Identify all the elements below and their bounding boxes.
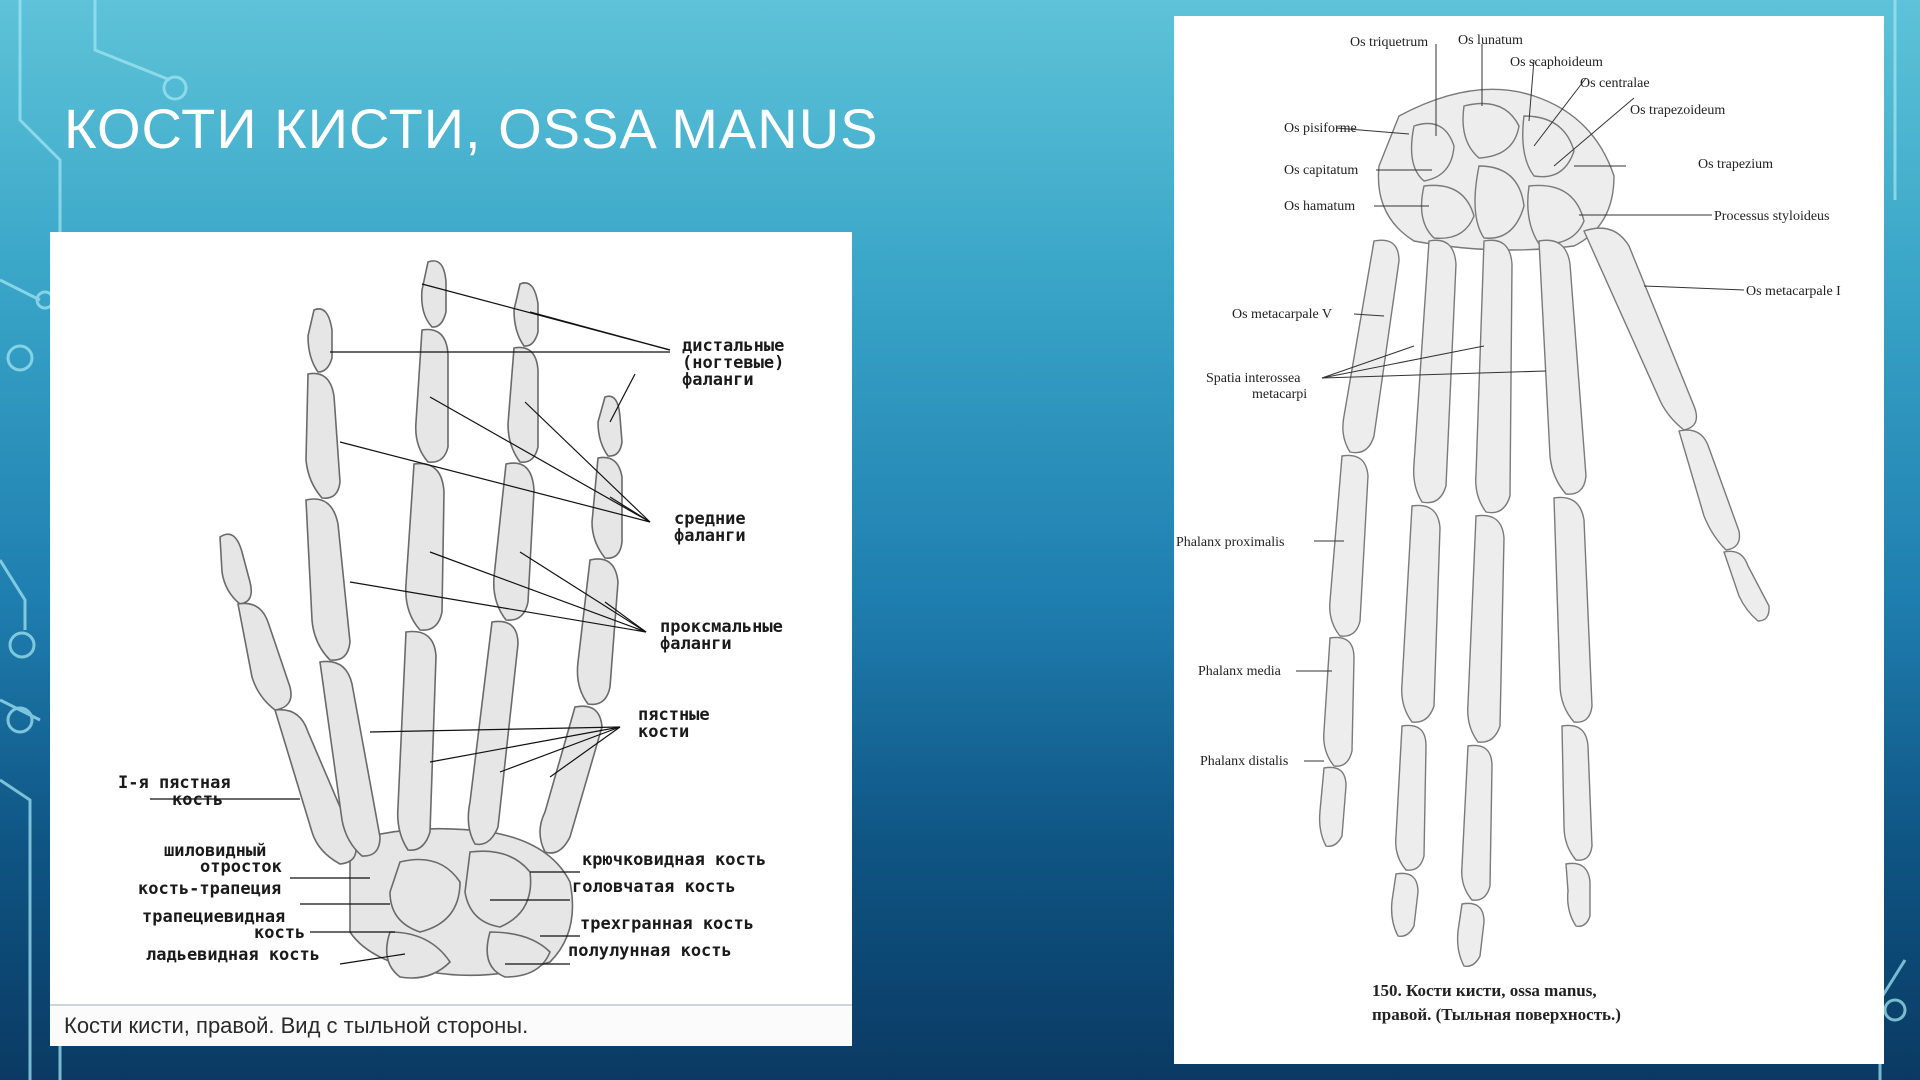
label-os-triquetrum: Os triquetrum	[1350, 35, 1428, 50]
label-proximal-2: фаланги	[660, 634, 732, 654]
label-trapezoid-2: кость	[254, 923, 305, 943]
little-finger-bones	[1318, 239, 1400, 847]
label-first-metacarpal-2: кость	[172, 790, 223, 810]
label-os-trapezoideum: Os trapezoideum	[1630, 103, 1725, 118]
label-os-metacarpale-v: Os metacarpale V	[1232, 307, 1332, 322]
label-distal-2: (ногтевые)	[682, 353, 784, 373]
label-os-capitatum: Os capitatum	[1284, 163, 1358, 178]
little-finger-bones	[539, 395, 623, 854]
label-first-metacarpal-1: I-я пястная	[118, 773, 231, 793]
index-finger-bones	[305, 308, 381, 857]
slide-title: Кости кисти, Ossa manus	[64, 97, 879, 160]
label-spatia-1: Spatia interossea	[1206, 371, 1301, 386]
label-middle-1: средние	[674, 509, 746, 529]
label-styloid-1: шиловидный	[164, 841, 266, 861]
label-lunate: полулунная кость	[568, 941, 732, 961]
label-os-hamatum: Os hamatum	[1284, 199, 1355, 214]
middle-finger-bones	[1456, 239, 1513, 967]
label-os-scaphoideum: Os scaphoideum	[1510, 55, 1603, 70]
label-os-lunatum: Os lunatum	[1458, 33, 1523, 48]
label-os-centrale: Os centralae	[1580, 76, 1650, 91]
label-phalanx-media: Phalanx media	[1198, 664, 1282, 679]
left-hand-diagram: дистальные (ногтевые) фаланги средние фа…	[118, 260, 784, 979]
label-phalanx-proximalis: Phalanx proximalis	[1176, 535, 1285, 550]
left-figure-caption: Кости кисти, правой. Вид с тыльной сторо…	[64, 1013, 529, 1038]
label-middle-2: фаланги	[674, 526, 746, 546]
label-metacarpal-2: кости	[638, 722, 689, 742]
carpal-bones	[1377, 88, 1615, 251]
label-distal-1: дистальные	[682, 336, 784, 356]
label-os-metacarpale-i: Os metacarpale I	[1746, 284, 1841, 299]
label-os-trapezium: Os trapezium	[1698, 157, 1773, 172]
left-caption-bar: Кости кисти, правой. Вид с тыльной сторо…	[50, 1004, 852, 1046]
label-scaphoid: ладьевидная кость	[146, 945, 320, 965]
label-spatia-2: metacarpi	[1252, 387, 1307, 402]
index-finger-bones	[1538, 239, 1593, 927]
label-capitate: головчатая кость	[572, 877, 736, 897]
leader-lines	[1296, 44, 1745, 762]
ring-finger-bones	[1390, 239, 1457, 937]
right-caption-line-1: 150. Кости кисти, ossa manus,	[1372, 981, 1597, 1000]
middle-finger-bones	[396, 260, 449, 851]
label-metacarpal-1: пястные	[638, 705, 710, 725]
right-caption-line-2: правой. (Тыльная поверхность.)	[1372, 1005, 1621, 1024]
thumb-bones	[1583, 227, 1770, 622]
label-triquetrum: трехгранная кость	[580, 914, 754, 934]
right-hand-diagram: Os triquetrum Os lunatum Os scaphoideum …	[1176, 33, 1841, 1024]
label-styloid-2: отросток	[200, 857, 282, 877]
leader-lines	[150, 283, 671, 965]
label-distal-3: фаланги	[682, 370, 754, 390]
label-trapezoid-1: трапециевидная	[142, 907, 285, 927]
label-trapezium: кость-трапеция	[138, 879, 281, 899]
carpal-bones	[349, 827, 574, 979]
right-figure-panel: Os triquetrum Os lunatum Os scaphoideum …	[1174, 16, 1884, 1064]
label-proximal-1: проксмальные	[660, 617, 783, 637]
thumb-bones	[219, 533, 357, 865]
label-processus-styloideus: Processus styloideus	[1714, 209, 1830, 224]
ring-finger-bones	[467, 282, 539, 846]
label-os-pisiforme: Os pisiforme	[1284, 121, 1357, 136]
left-figure-panel: дистальные (ногтевые) фаланги средние фа…	[50, 232, 852, 1046]
label-hamate: крючковидная кость	[582, 850, 766, 870]
label-phalanx-distalis: Phalanx distalis	[1200, 754, 1288, 769]
